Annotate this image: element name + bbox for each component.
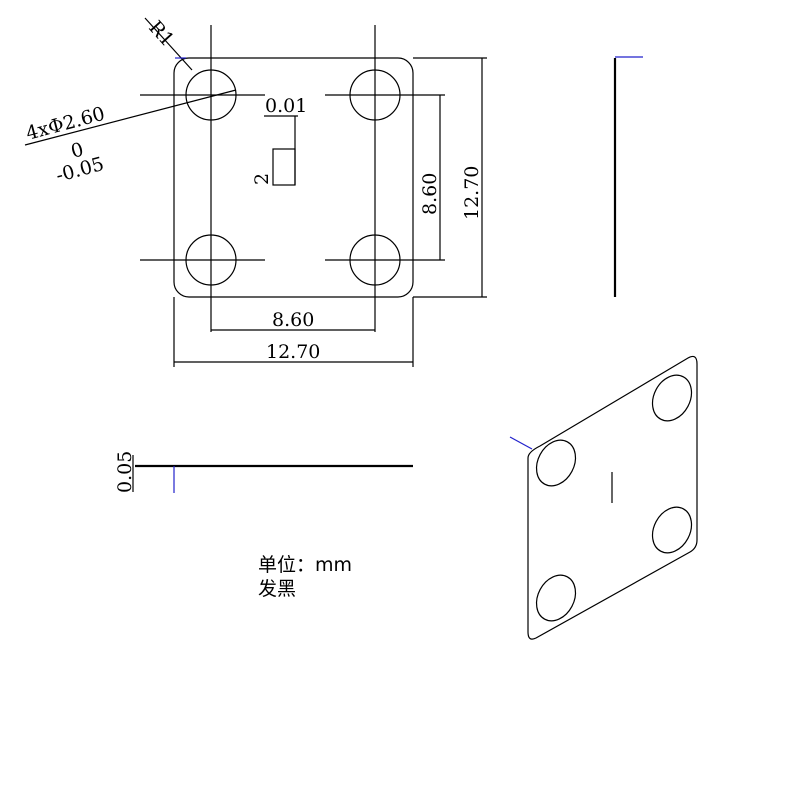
side-view-bottom: 0.05 <box>114 451 413 493</box>
hole-upper-tolerance: 0 <box>69 138 86 162</box>
flatness-label: 0.01 <box>265 95 307 117</box>
datum-label: 2 <box>251 173 273 185</box>
front-view: R1 4xΦ2.60 0 -0.05 0.01 2 8.60 12.70 8.6… <box>24 17 487 367</box>
hole-lower-tolerance: -0.05 <box>54 153 107 187</box>
corner-radius-label: R1 <box>144 17 178 51</box>
thickness-label: 0.05 <box>114 451 136 493</box>
hole-spacing-vertical-label: 8.60 <box>419 173 441 215</box>
notes: 单位：mm 发黑 <box>258 553 352 601</box>
unit-note: 单位：mm <box>258 554 353 576</box>
iso-hole-1 <box>535 439 577 487</box>
hole-size-label: 4xΦ2.60 <box>24 103 108 145</box>
iso-hole-4 <box>535 574 577 622</box>
iso-plate-outline <box>527 355 698 640</box>
finish-note: 发黑 <box>258 578 297 600</box>
overall-height-label: 12.70 <box>461 166 483 220</box>
overall-width-label: 12.70 <box>266 341 320 363</box>
iso-hole-2 <box>651 374 693 422</box>
dimension-lines <box>24 17 483 363</box>
center-lines <box>140 25 487 367</box>
plate-outline <box>173 57 414 298</box>
isometric-view <box>509 355 698 640</box>
side-view-right <box>613 56 643 297</box>
hole-spacing-horizontal-label: 8.60 <box>272 309 314 331</box>
iso-hole-3 <box>651 506 693 554</box>
